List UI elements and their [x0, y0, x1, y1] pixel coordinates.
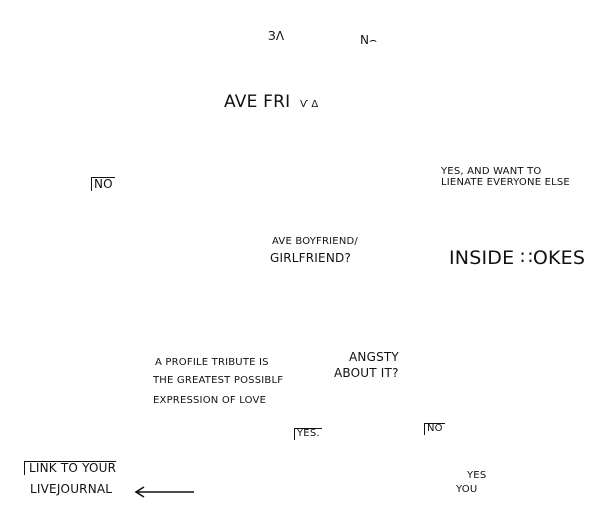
- have-partner-line-2: GIRLFRIEND?: [270, 251, 352, 265]
- angsty-line-1: ANGSTY: [349, 350, 399, 364]
- yes-alienate-line-2: LIENATE EVERYONE ELSE: [441, 177, 570, 188]
- link-livejournal-line-2: LIVEJOURNAL: [30, 482, 113, 496]
- angsty-line-2: ABOUT IT?: [334, 366, 399, 380]
- yes-you-line-2: YOU: [456, 484, 478, 495]
- yes-alienate-line-1: YES, AND WANT TO: [441, 166, 542, 177]
- link-livejournal-line-1: LINK TO YOUR: [24, 461, 117, 475]
- left-arrow-icon: [134, 486, 196, 498]
- have-friends-tail: ѵ Δ: [300, 99, 319, 110]
- have-friends-node: AVE FRI: [224, 92, 291, 112]
- profile-tribute-line-3: EXPRESSION OF LOVE: [153, 395, 267, 406]
- have-partner-line-1: AVE BOYFRIEND/: [272, 236, 358, 247]
- no-mid-node: NO: [424, 423, 445, 435]
- inside-jokes-node: INSIDE ∷OKES: [449, 247, 586, 269]
- top-right-fragment: N⌢: [360, 33, 378, 47]
- yes-mid-node: YES.: [294, 428, 322, 440]
- profile-tribute-line-2: THE GREATEST POSSIBLF: [153, 375, 284, 386]
- yes-you-line-1: YES: [467, 470, 487, 481]
- no-left-node: NO: [91, 177, 115, 191]
- profile-tribute-line-1: A PROFILE TRIBUTE IS: [155, 357, 269, 368]
- top-left-fragment: зΛ: [268, 29, 285, 43]
